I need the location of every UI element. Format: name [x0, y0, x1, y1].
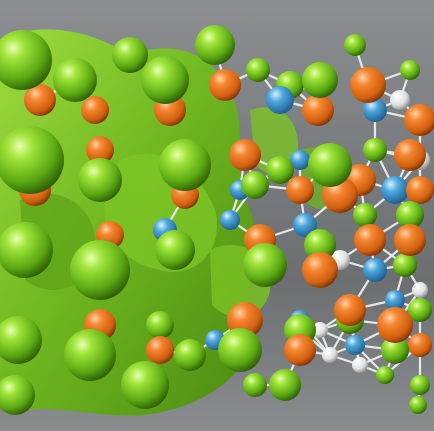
blue-atom	[385, 290, 405, 310]
blue-atom	[266, 86, 294, 114]
white-atom	[312, 322, 328, 338]
orange-atom	[394, 139, 426, 171]
green-atom	[53, 58, 97, 102]
green-atom	[353, 203, 377, 227]
blue-atom	[363, 258, 387, 282]
blue-atom	[293, 213, 317, 237]
orange-atom	[284, 334, 316, 366]
orange-atom	[377, 307, 413, 343]
orange-atom	[350, 67, 386, 103]
orange-atom	[146, 336, 174, 364]
green-atom	[174, 339, 206, 371]
green-atom	[112, 37, 148, 73]
green-atom	[396, 201, 424, 229]
green-atom	[410, 375, 430, 395]
orange-atom	[406, 176, 434, 204]
green-atom	[78, 158, 122, 202]
atoms-layer	[0, 25, 434, 415]
green-atom	[400, 60, 420, 80]
orange-atom	[229, 139, 261, 171]
green-atom	[218, 328, 262, 372]
green-atom	[269, 369, 301, 401]
green-atom	[70, 240, 130, 300]
orange-atom	[302, 94, 334, 126]
orange-atom	[408, 333, 432, 357]
green-atom	[0, 30, 52, 90]
white-atom	[322, 347, 338, 363]
green-atom	[0, 375, 35, 415]
green-atom	[0, 222, 53, 278]
green-atom	[363, 138, 387, 162]
green-atom	[308, 143, 352, 187]
green-atom	[344, 34, 366, 56]
orange-atom	[334, 294, 366, 326]
orange-atom	[209, 69, 241, 101]
green-atom	[393, 253, 417, 277]
green-atom	[246, 58, 270, 82]
orange-atom	[24, 84, 56, 116]
blue-atom	[381, 176, 409, 204]
orange-atom	[394, 224, 426, 256]
green-atom	[64, 329, 116, 381]
green-atom	[304, 229, 336, 261]
orange-atom	[404, 104, 434, 136]
green-atom	[146, 311, 174, 339]
white-atom	[352, 357, 368, 373]
orange-atom	[354, 224, 386, 256]
green-atom	[408, 298, 432, 322]
green-atom	[159, 139, 211, 191]
white-atom	[412, 282, 428, 298]
green-atom	[409, 396, 427, 414]
green-atom	[241, 171, 269, 199]
green-atom	[381, 336, 409, 364]
orange-atom	[286, 176, 314, 204]
green-atom	[0, 316, 42, 364]
green-atom	[155, 230, 195, 270]
green-atom	[195, 25, 235, 65]
green-atom	[121, 361, 169, 409]
blue-atom	[220, 210, 240, 230]
orange-atom	[81, 96, 109, 124]
orange-atom	[86, 136, 114, 164]
green-atom	[376, 366, 394, 384]
green-atom	[302, 62, 338, 98]
blue-atom	[290, 150, 310, 170]
green-atom	[141, 56, 189, 104]
white-atom	[390, 90, 410, 110]
orange-atom	[302, 252, 338, 288]
green-atom	[266, 156, 294, 184]
green-atom	[243, 373, 267, 397]
blue-atom	[345, 335, 365, 355]
green-atom	[243, 243, 287, 287]
green-atom	[0, 126, 64, 194]
blue-atom	[363, 98, 387, 122]
